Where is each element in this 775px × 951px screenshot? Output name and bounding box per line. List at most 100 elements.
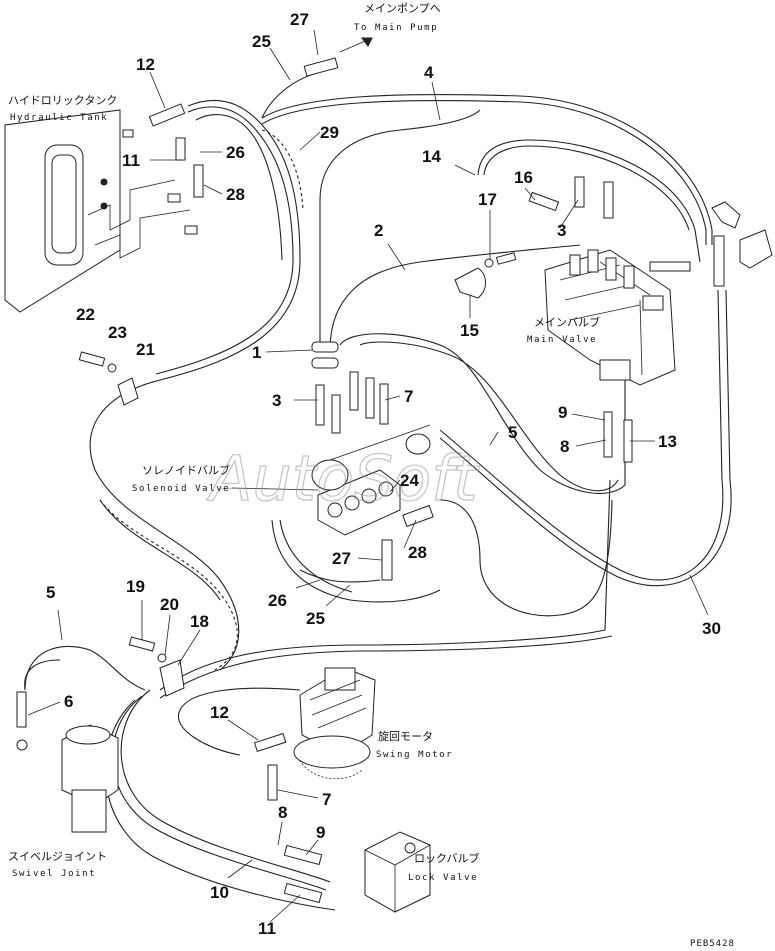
swivel-stem [71, 789, 107, 833]
clamp-1-b [311, 357, 339, 369]
main-valve-label-jp: メインバルブ [534, 315, 600, 329]
washer-17 [484, 258, 494, 268]
part-number: 8 [278, 803, 287, 822]
solenoid-valve-label-en: Solenoid Valve [132, 484, 230, 494]
hose-14 [477, 139, 701, 263]
bundle-left-1 [94, 469, 240, 671]
clamp-18 [159, 659, 185, 697]
washer-20 [157, 653, 167, 663]
lock-valve-detail [364, 844, 431, 912]
hose-12-swing [177, 687, 301, 756]
part-number: 25 [306, 609, 325, 628]
part-number: 30 [702, 619, 721, 638]
bundle-left-2 [99, 499, 221, 601]
part-number: 7 [404, 387, 413, 406]
part-number: 25 [252, 32, 271, 51]
fitting-7-c [379, 383, 389, 425]
part-number: 9 [558, 403, 567, 422]
part-number: 19 [126, 577, 145, 596]
part-number: 7 [322, 790, 331, 809]
main-valve [454, 176, 773, 463]
swing-motor-details [309, 679, 367, 729]
lock-valve-port [404, 842, 416, 854]
hose-4 [261, 93, 713, 245]
part-number: 9 [316, 823, 325, 842]
hose-center-down [271, 519, 441, 603]
clamp-21 [117, 377, 139, 406]
bolt-17 [495, 252, 517, 265]
fitting-3-sol [315, 384, 325, 426]
drawing-code: PEB5428 [690, 939, 735, 949]
elbow-top-right [711, 201, 741, 229]
fitting-11-tank [175, 137, 186, 161]
fitting-28-tank [193, 164, 204, 198]
lock-valve-label-en: Lock Valve [408, 873, 478, 883]
fitting-right-h [649, 261, 691, 272]
part-number: 21 [136, 340, 155, 359]
tank-fitting-2 [100, 202, 108, 210]
hose-5-swivel [24, 645, 146, 691]
main-valve-port-2 [587, 249, 599, 273]
fitting-12-tank [148, 103, 186, 127]
part-number: 27 [290, 10, 309, 29]
tank-fitting-1 [100, 178, 108, 186]
hose-lines [24, 71, 732, 911]
hose-26-bottom [299, 569, 381, 583]
lock-valve-label-jp: ロックバルブ [414, 851, 479, 865]
hose-center-down-2 [279, 519, 353, 593]
part-number: 28 [226, 185, 245, 204]
block-right [739, 229, 773, 269]
swivel-joint-label-en: Swivel Joint [12, 869, 96, 879]
part-number: 14 [422, 147, 441, 166]
part-number: 5 [508, 423, 517, 442]
main-valve-port-5 [642, 295, 664, 311]
part-number: 1 [252, 343, 261, 362]
clamp-15 [454, 267, 486, 299]
bolt-22 [78, 351, 106, 367]
hose-14-inner [483, 145, 690, 231]
hose-1 [319, 109, 481, 345]
hose-25-top [261, 71, 321, 119]
spiral-guard-left [99, 499, 238, 671]
bundle-right-1 [159, 479, 611, 691]
hydraulic-tank-label-jp: ハイドロリックタンク [8, 94, 117, 107]
fitting-6-nut [16, 739, 28, 751]
hose-5-a [339, 333, 626, 494]
tank-step-line-2 [94, 209, 191, 259]
spiral-guard-29 [261, 129, 304, 211]
fitting-9-lock [283, 844, 323, 866]
hydraulic-tank [4, 109, 198, 313]
small-parts [78, 57, 339, 697]
part-number: 10 [210, 883, 229, 902]
tank-fitting-5 [184, 225, 198, 235]
washer-23 [107, 363, 117, 373]
fitting-16 [528, 191, 560, 212]
swing-motor-base [293, 735, 371, 769]
part-number: 8 [560, 437, 569, 456]
main-valve-base [599, 359, 631, 381]
part-number: 3 [272, 391, 281, 410]
part-number: 2 [374, 221, 383, 240]
part-number: 4 [424, 63, 434, 82]
swing-motor-label-jp: 旋回モータ [378, 729, 433, 743]
bundle-right-2 [159, 635, 613, 699]
clamp-1-a [311, 341, 339, 353]
component-labels: メインポンプへ To Main Pump ハイドロリックタンク Hydrauli… [8, 2, 600, 883]
lock-valve-body [364, 831, 431, 913]
hose-2 [329, 244, 581, 351]
part-number: 23 [108, 323, 127, 342]
hose-30-inner [439, 289, 732, 587]
part-number: 22 [76, 305, 95, 324]
part-number: 11 [258, 919, 276, 938]
fitting-28-sol [402, 504, 434, 528]
part-number: 29 [320, 123, 339, 142]
bolt-19 [128, 636, 156, 652]
hose-10-inner [112, 695, 327, 891]
pipe-9 [603, 411, 613, 458]
swivel-body [61, 724, 119, 806]
part-number: 16 [514, 168, 533, 187]
tank-sight-inner [51, 154, 77, 254]
main-valve-label-en: Main Valve [527, 335, 597, 345]
watermark: AutoSoft [206, 442, 480, 515]
